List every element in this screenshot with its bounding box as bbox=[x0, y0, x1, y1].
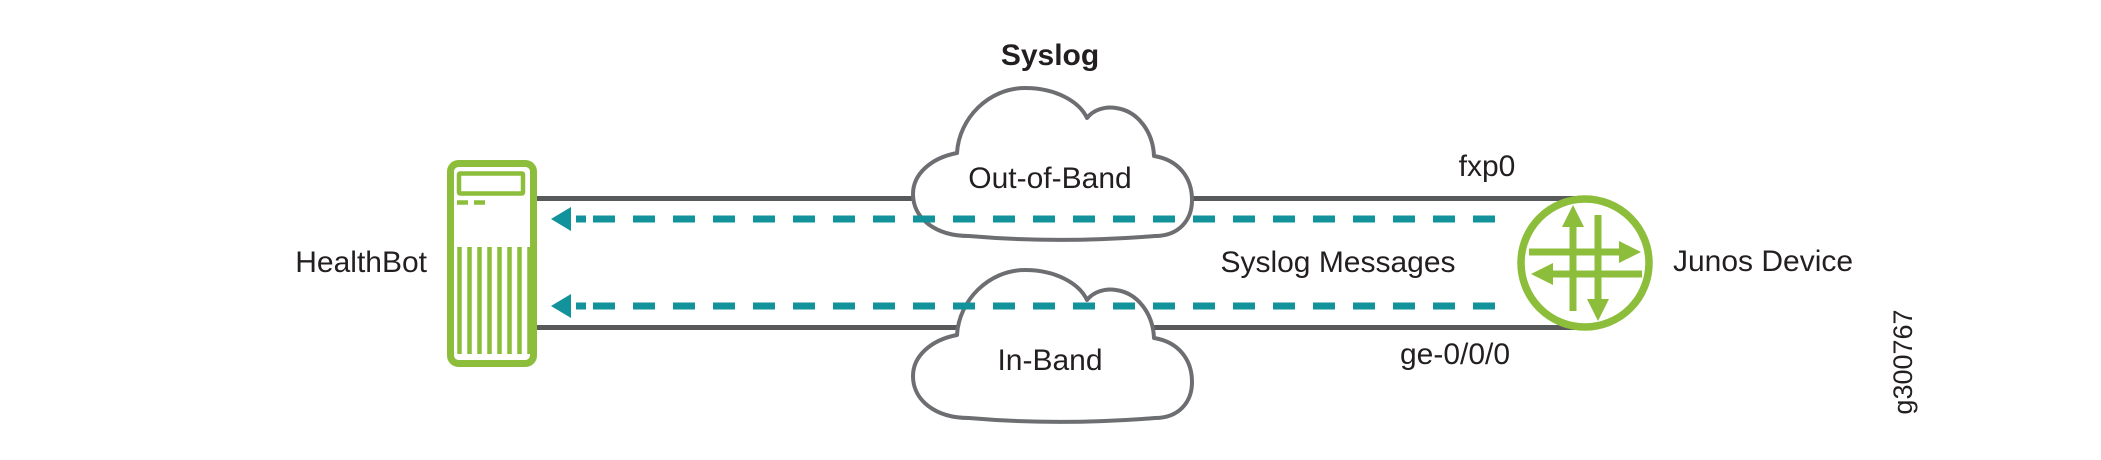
figure-id-label: g300767 bbox=[1888, 309, 1918, 415]
syslog-flow-arrow-top bbox=[551, 207, 1513, 231]
healthbot-server-icon bbox=[447, 160, 537, 367]
server-vents bbox=[457, 247, 532, 354]
fxp0-interface-label: fxp0 bbox=[1458, 150, 1516, 183]
junos-router-icon bbox=[1517, 195, 1653, 331]
in-band-cloud-label: In-Band bbox=[997, 344, 1103, 377]
syslog-title-label: Syslog bbox=[1000, 39, 1100, 72]
syslog-messages-label: Syslog Messages bbox=[1220, 246, 1456, 279]
syslog-flow-arrow-bottom bbox=[551, 294, 1513, 318]
out-of-band-cloud-label: Out-of-Band bbox=[968, 162, 1132, 195]
junos-device-label: Junos Device bbox=[1673, 245, 1854, 278]
healthbot-label: HealthBot bbox=[295, 246, 427, 279]
out-of-band-cloud-icon bbox=[911, 86, 1194, 242]
ge-0-0-0-interface-label: ge-0/0/0 bbox=[1399, 338, 1511, 371]
